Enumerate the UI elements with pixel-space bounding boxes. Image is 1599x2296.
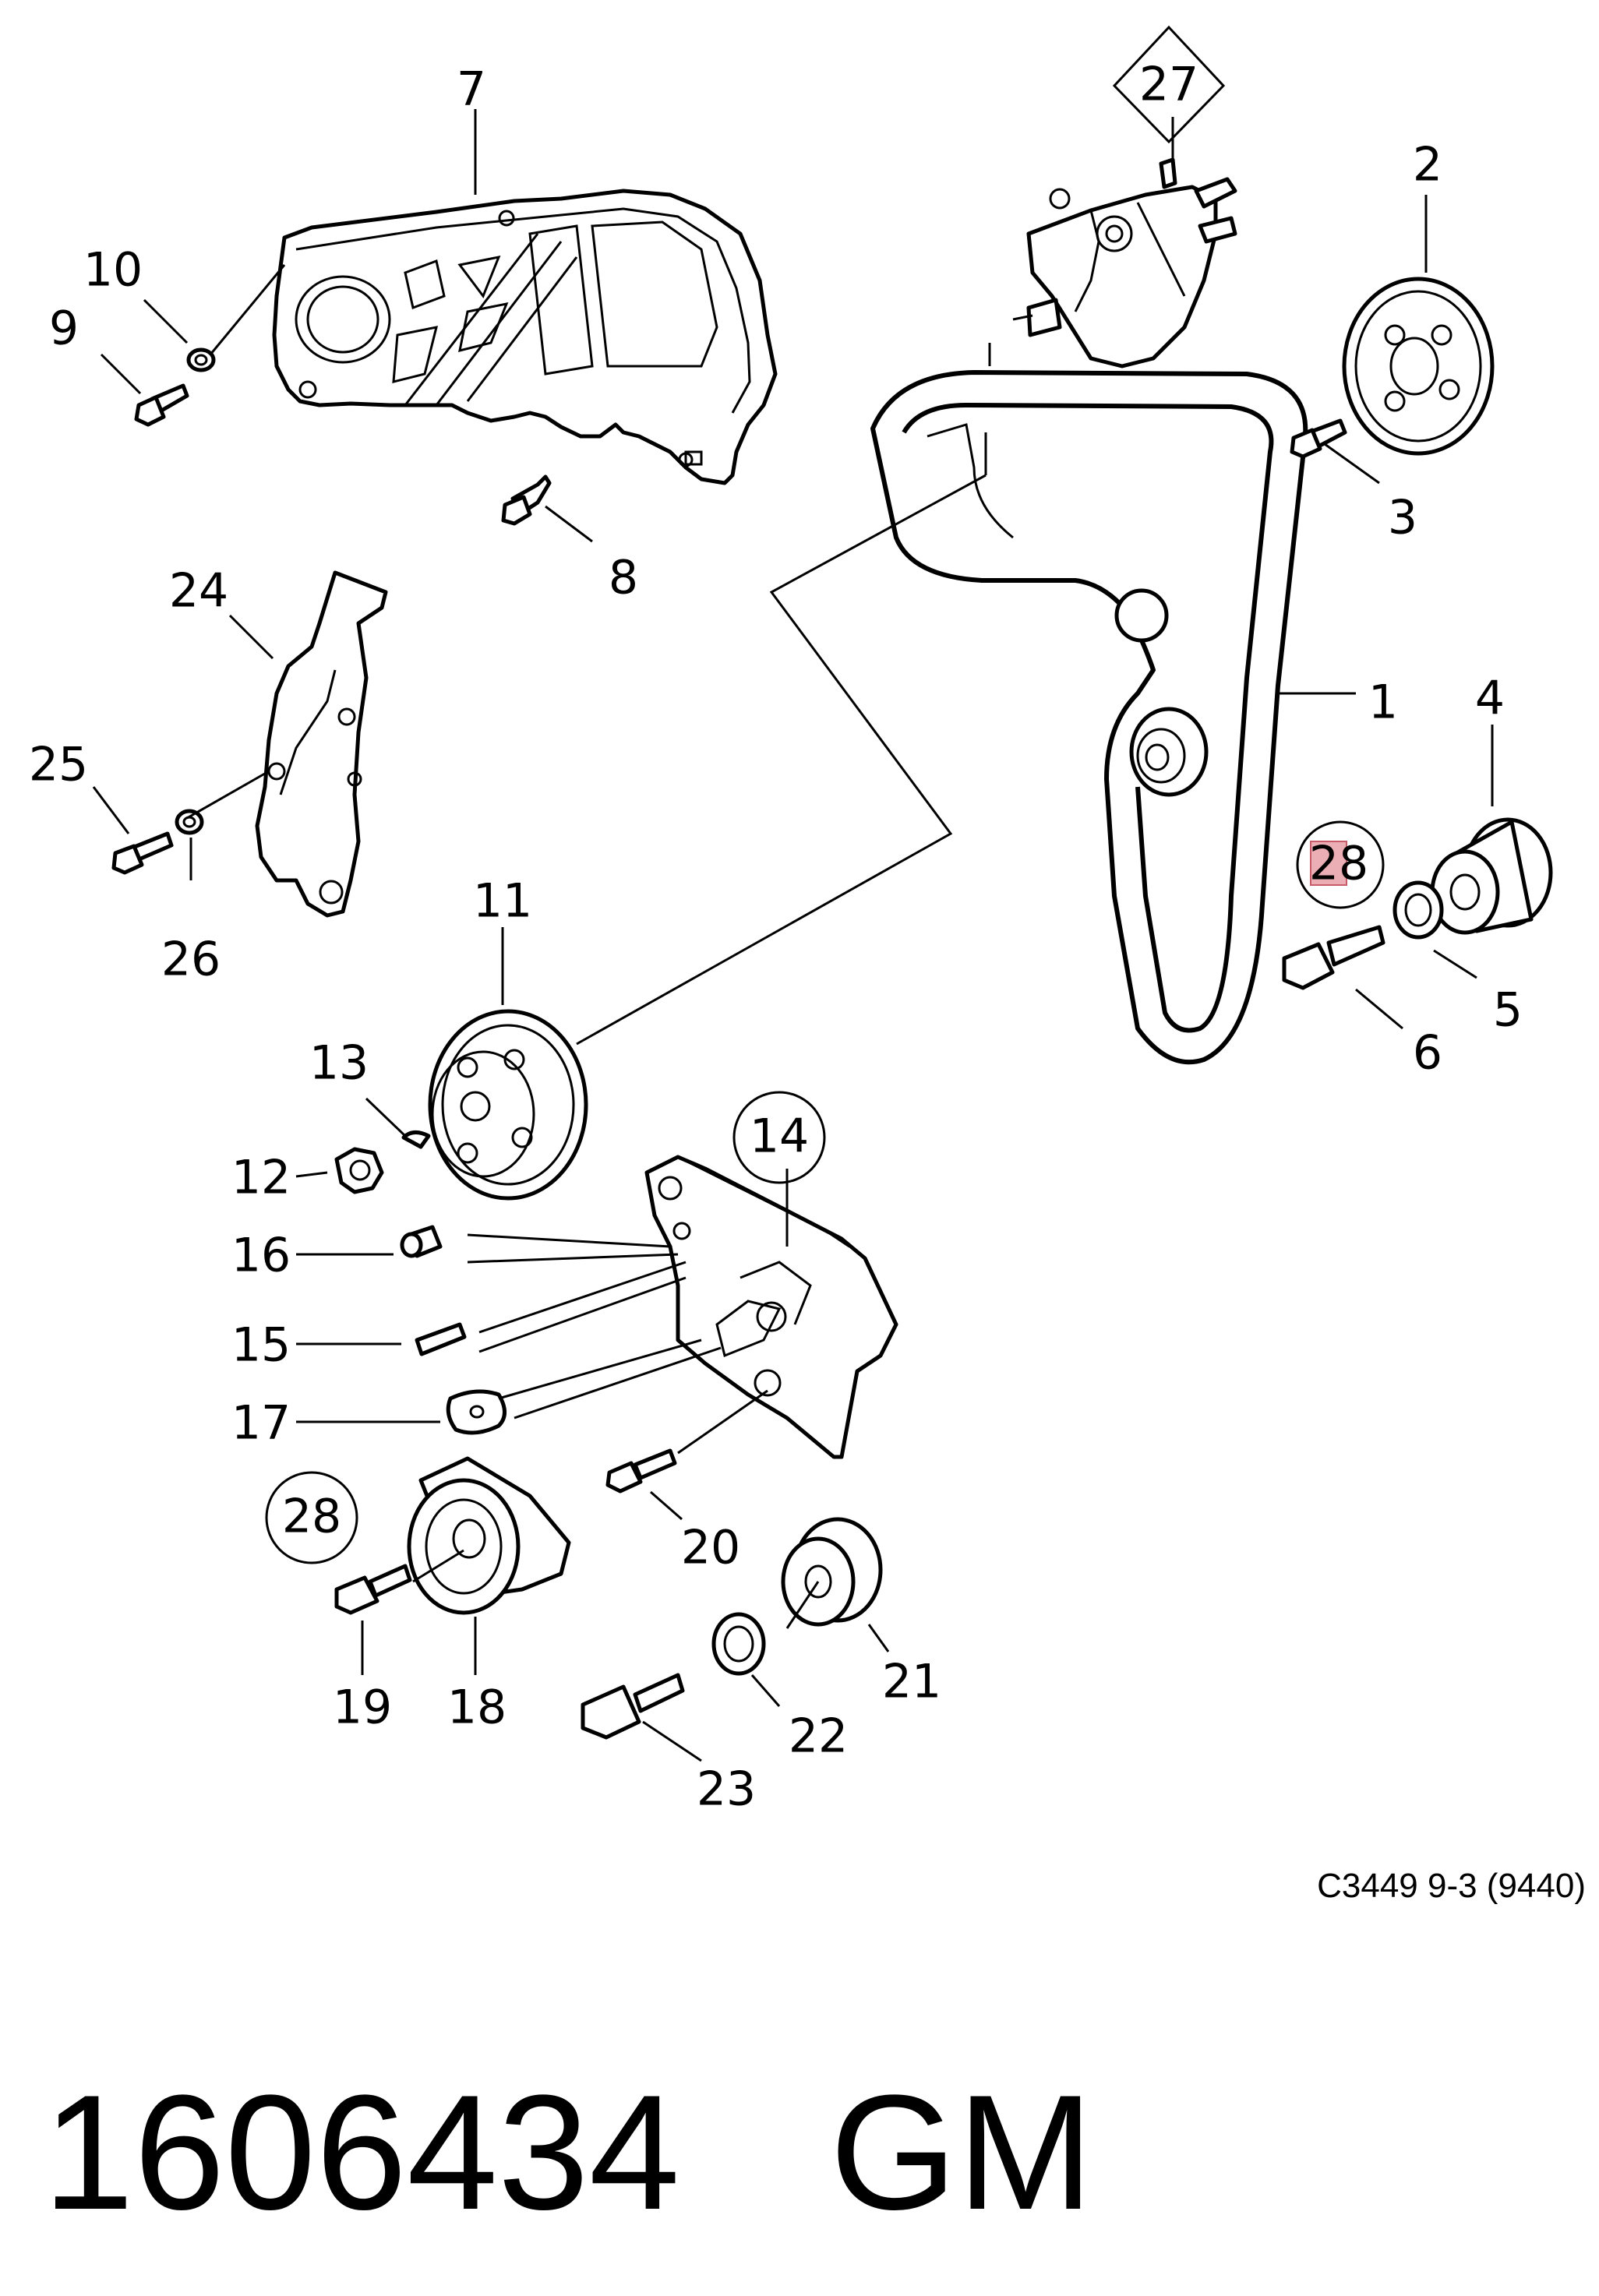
bolt-3-part bbox=[1290, 418, 1347, 459]
leader-lines bbox=[92, 109, 1494, 1762]
callout-2: 2 bbox=[1413, 138, 1442, 192]
callout-7: 7 bbox=[457, 62, 486, 117]
callout-28-lower-circle: 28 bbox=[265, 1471, 358, 1564]
callout-5: 5 bbox=[1493, 983, 1523, 1038]
callout-4: 4 bbox=[1475, 672, 1505, 726]
washer-26-part bbox=[175, 809, 204, 835]
bolt-23-part bbox=[581, 1673, 685, 1740]
callout-23: 23 bbox=[697, 1762, 756, 1817]
callout-10: 10 bbox=[83, 243, 143, 298]
callout-25: 25 bbox=[29, 738, 88, 792]
seal-17-part bbox=[446, 1389, 507, 1435]
callout-21: 21 bbox=[882, 1655, 941, 1709]
callout-27: 27 bbox=[1139, 58, 1198, 112]
callout-11: 11 bbox=[473, 874, 532, 929]
highlight-marker bbox=[1310, 841, 1347, 886]
camshaft-gear bbox=[1342, 277, 1495, 456]
bushing-22-part bbox=[711, 1612, 766, 1676]
woodruff-key-13 bbox=[401, 1130, 431, 1149]
bolt-8-part bbox=[501, 474, 552, 526]
dowel-16-part bbox=[400, 1225, 443, 1258]
callout-28-upper: 28 bbox=[1309, 837, 1368, 891]
bolt-6-part bbox=[1282, 925, 1385, 990]
bolt-9-part bbox=[134, 383, 189, 427]
callout-28-lower: 28 bbox=[282, 1490, 341, 1544]
callout-19: 19 bbox=[333, 1681, 392, 1735]
callout-13: 13 bbox=[309, 1036, 369, 1091]
stud-15-part bbox=[415, 1322, 467, 1356]
gear-21-part bbox=[781, 1517, 883, 1627]
bolt-19-part bbox=[334, 1564, 412, 1615]
injection-pump bbox=[1012, 157, 1237, 369]
part-number: 1606434 bbox=[43, 2061, 680, 2244]
bolt-20-part bbox=[605, 1448, 677, 1494]
idler-pulley-4 bbox=[1430, 817, 1553, 935]
callout-17: 17 bbox=[231, 1396, 291, 1451]
callout-28-upper-circle: 28 bbox=[1296, 820, 1385, 909]
callout-14-circle: 14 bbox=[732, 1091, 826, 1184]
tensioner-pulley-18 bbox=[407, 1456, 571, 1615]
callout-14: 14 bbox=[750, 1109, 809, 1164]
callout-6: 6 bbox=[1413, 1026, 1442, 1081]
callout-22: 22 bbox=[789, 1709, 848, 1764]
callout-26: 26 bbox=[161, 933, 221, 987]
callout-24: 24 bbox=[169, 564, 228, 619]
diagram-reference: C3449 9-3 (9440) bbox=[1317, 1867, 1586, 1905]
timing-belt bbox=[870, 370, 1308, 1065]
nut-12-part bbox=[334, 1147, 384, 1194]
rear-cover-plate-14 bbox=[644, 1155, 898, 1459]
brand-label: GM bbox=[830, 2061, 1093, 2244]
callout-9: 9 bbox=[49, 302, 79, 356]
bracket-24 bbox=[255, 570, 388, 918]
belt-idler-on-belt bbox=[1129, 707, 1209, 797]
timing-cover-upper bbox=[272, 189, 778, 485]
callout-numbers: 7 2 3 1 4 5 6 8 9 10 11 13 12 16 15 17 1… bbox=[29, 62, 1523, 1817]
callout-16: 16 bbox=[231, 1229, 291, 1283]
callout-18: 18 bbox=[447, 1681, 507, 1735]
callout-8: 8 bbox=[609, 551, 638, 605]
bolt-25-part bbox=[111, 831, 174, 875]
callout-3: 3 bbox=[1388, 491, 1417, 545]
callout-20: 20 bbox=[681, 1521, 740, 1575]
crankshaft-gear bbox=[428, 1009, 588, 1201]
callout-1: 1 bbox=[1368, 675, 1398, 730]
spacer-5-part bbox=[1393, 880, 1444, 940]
callout-27-diamond: 27 bbox=[1112, 25, 1226, 144]
callout-15: 15 bbox=[231, 1318, 291, 1373]
washer-10-part bbox=[186, 347, 216, 372]
callout-12: 12 bbox=[231, 1151, 291, 1205]
